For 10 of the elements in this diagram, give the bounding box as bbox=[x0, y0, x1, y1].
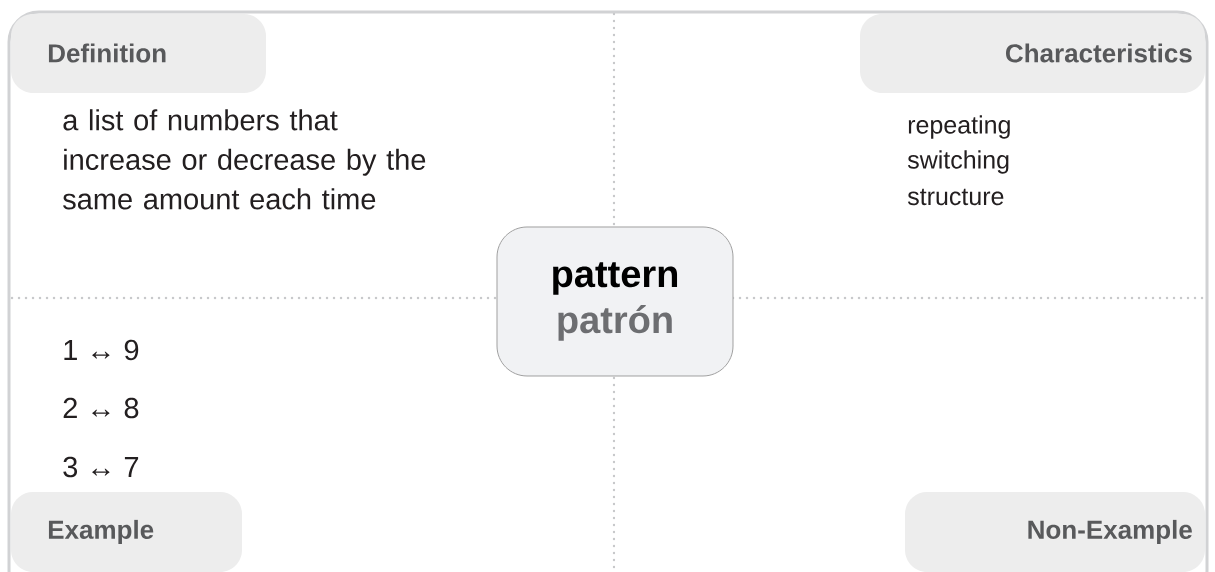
example-text: 2 ↔ 8 bbox=[63, 397, 139, 419]
definition-text: a list of numbers that increase or decrease by the same amount each time bbox=[63, 109, 426, 210]
tab-label: Non-Example bbox=[905, 492, 1205, 572]
characteristic-text: switching bbox=[907, 150, 1009, 174]
tab-label: Definition bbox=[11, 14, 266, 93]
characteristic-text: structure bbox=[907, 188, 1004, 206]
term-box: pattern patrón bbox=[496, 226, 734, 377]
tab-label: Example bbox=[11, 492, 242, 572]
example-text: 1 ↔ 9 bbox=[64, 339, 139, 361]
tab-label: Characteristics bbox=[860, 14, 1205, 93]
